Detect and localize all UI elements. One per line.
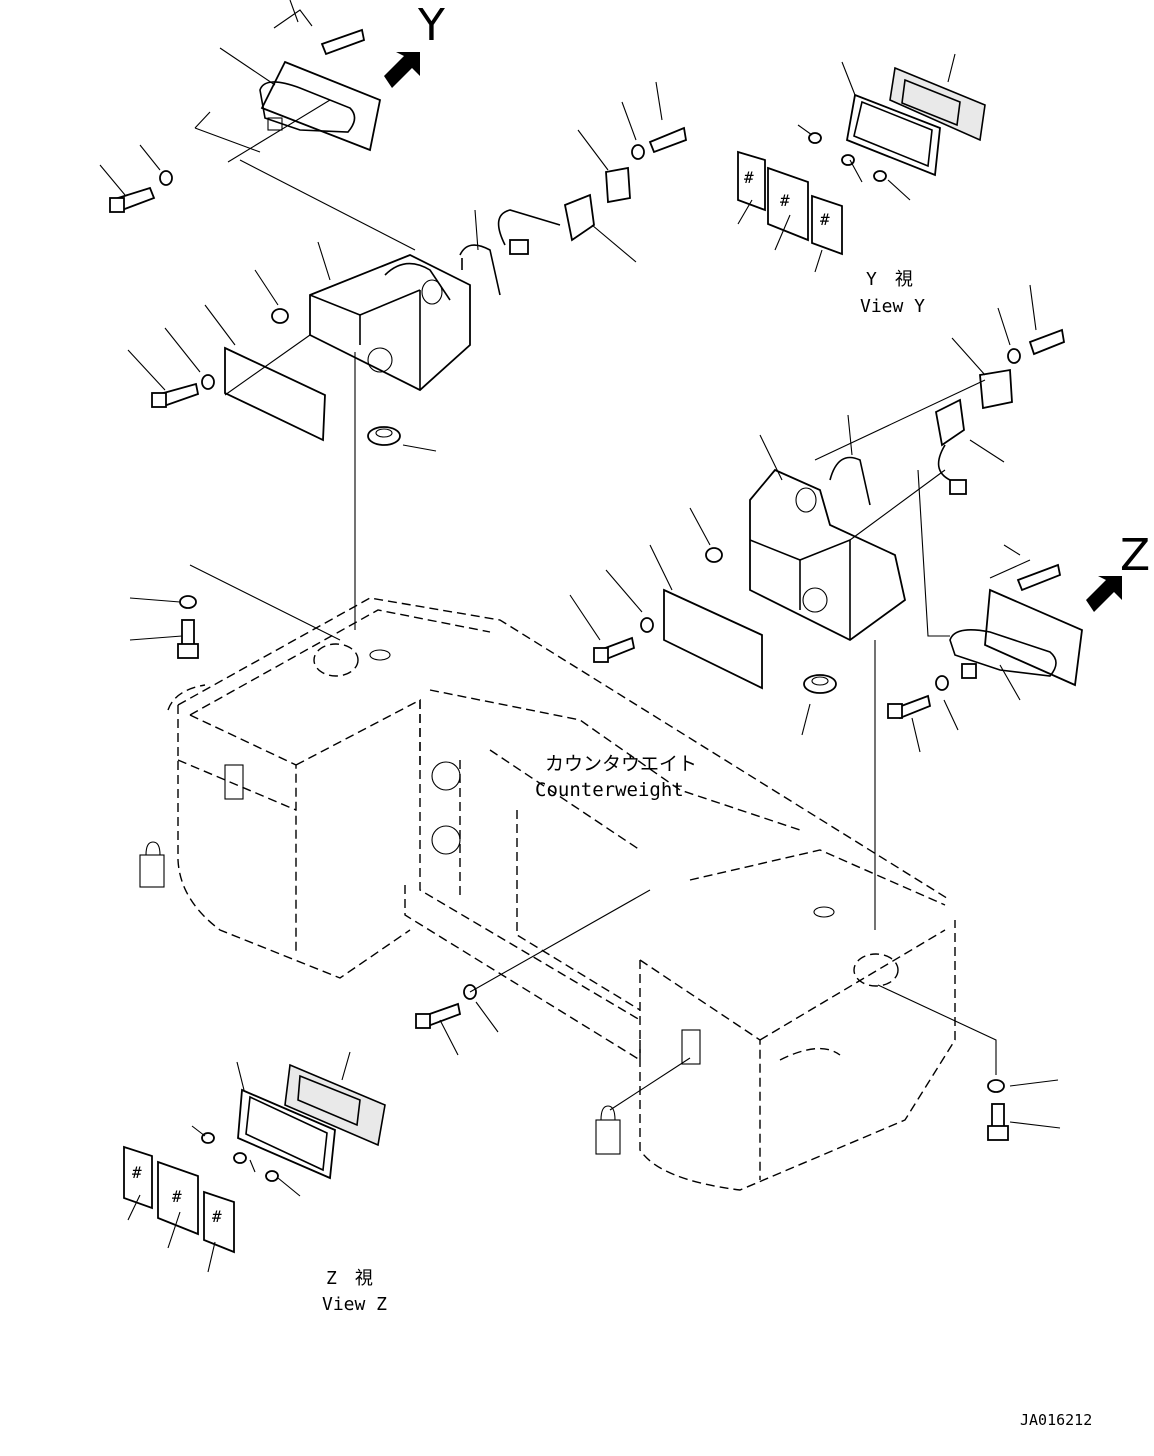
right-lamp-housing — [949, 588, 1083, 687]
view-y-caption-ja: Y 視 — [866, 269, 913, 290]
left-u-bolt — [459, 244, 501, 296]
lens-mark: # — [212, 1207, 222, 1226]
right-bolts-and-washers — [415, 328, 1066, 1141]
lens-mark: # — [780, 191, 790, 210]
lock-hasp-right — [595, 1029, 701, 1155]
view-y-detail — [737, 66, 986, 256]
right-grommet — [803, 674, 837, 694]
view-z-letter: Z — [1120, 530, 1150, 581]
bolt-and-washer-parts — [109, 28, 688, 659]
lens-mark: # — [132, 1163, 142, 1182]
right-u-bolt — [829, 456, 871, 506]
view-z-detail — [123, 1063, 386, 1254]
left-harness — [497, 166, 631, 255]
counterweight-label-en: Counterweight — [535, 779, 684, 801]
view-y-letter: Y — [417, 0, 445, 51]
drawing-number: JA016212 — [1020, 1411, 1092, 1429]
right-cover-plate — [663, 588, 763, 690]
left-cover-plate — [224, 346, 326, 442]
lock-hasp-left — [139, 764, 244, 888]
right-lamp-bracket — [749, 468, 907, 642]
view-y-arrow — [384, 52, 420, 88]
view-z-caption-ja: Z 視 — [326, 1268, 373, 1289]
counterweight-label-ja: カウンタウエイト — [545, 753, 697, 775]
lens-mark: # — [744, 168, 754, 187]
view-z-caption-en: View Z — [322, 1294, 387, 1315]
left-grommet — [367, 426, 401, 446]
lens-mark: # — [172, 1187, 182, 1206]
counterweight-outline — [167, 597, 956, 1191]
leader-lines — [99, 0, 1061, 1273]
view-y-caption-en: View Y — [860, 296, 925, 317]
right-harness — [934, 368, 1013, 495]
lens-mark: # — [820, 210, 830, 229]
left-lamp-bracket — [309, 254, 471, 392]
view-z-arrow — [1086, 576, 1122, 612]
